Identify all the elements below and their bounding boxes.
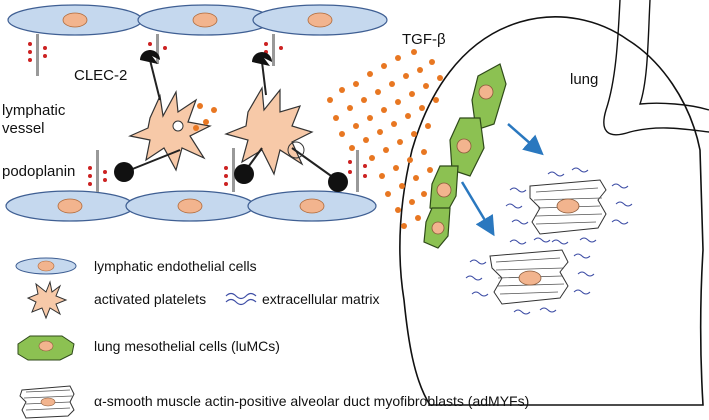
mesothelial-cells xyxy=(423,63,507,249)
endothelial-row-top xyxy=(7,4,388,36)
transition-arrows xyxy=(460,123,544,237)
endothelial-row-bottom xyxy=(5,190,377,222)
label-clec2: CLEC-2 xyxy=(74,67,127,84)
legend-label-admyf: α-smooth muscle actin-positive alveolar … xyxy=(94,393,529,409)
endothelial-cell xyxy=(7,4,143,36)
podoplanin-receptor xyxy=(264,34,283,66)
legend-item-mesothelial: lung mesothelial cells (luMCs) xyxy=(17,335,280,361)
legend-item-admyf: α-smooth muscle actin-positive alveolar … xyxy=(19,385,529,419)
endothelial-cell xyxy=(5,190,135,222)
podoplanin-receptors xyxy=(28,34,367,192)
myofibroblast-lower xyxy=(465,237,595,315)
endothelial-cell xyxy=(137,4,273,36)
legend-label-mesothelial: lung mesothelial cells (luMCs) xyxy=(94,338,280,354)
legend-label-ecm: extracellular matrix xyxy=(262,291,379,307)
label-lung: lung xyxy=(570,71,598,88)
ecm-icon xyxy=(225,292,257,306)
legend-label-platelets: activated platelets xyxy=(94,291,206,307)
tgf-beta-dots xyxy=(193,49,443,229)
label-lymphatic-vessel-line1: lymphatic xyxy=(2,102,66,119)
podoplanin-receptor xyxy=(348,150,367,192)
label-lymphatic-vessel-line2: vessel xyxy=(2,120,45,137)
activated-platelet-right xyxy=(224,52,348,192)
label-podoplanin: podoplanin xyxy=(2,163,75,180)
legend-item-platelets: activated platelets extracellular matrix xyxy=(26,280,379,320)
legend-item-endothelial: lymphatic endothelial cells xyxy=(15,257,257,275)
endothelial-cell xyxy=(247,190,377,222)
legend: lymphatic endothelial cells activated pl… xyxy=(15,257,529,419)
label-tgf-beta: TGF-β xyxy=(402,31,446,48)
legend-label-endothelial: lymphatic endothelial cells xyxy=(94,258,257,274)
myofibroblast-upper xyxy=(505,167,633,245)
lung-outline xyxy=(399,0,709,406)
endothelial-cell xyxy=(252,4,388,36)
activated-platelet-left xyxy=(114,50,212,182)
endothelial-cell xyxy=(125,190,255,222)
podoplanin-receptor xyxy=(88,150,107,192)
podoplanin-receptor xyxy=(28,34,47,76)
